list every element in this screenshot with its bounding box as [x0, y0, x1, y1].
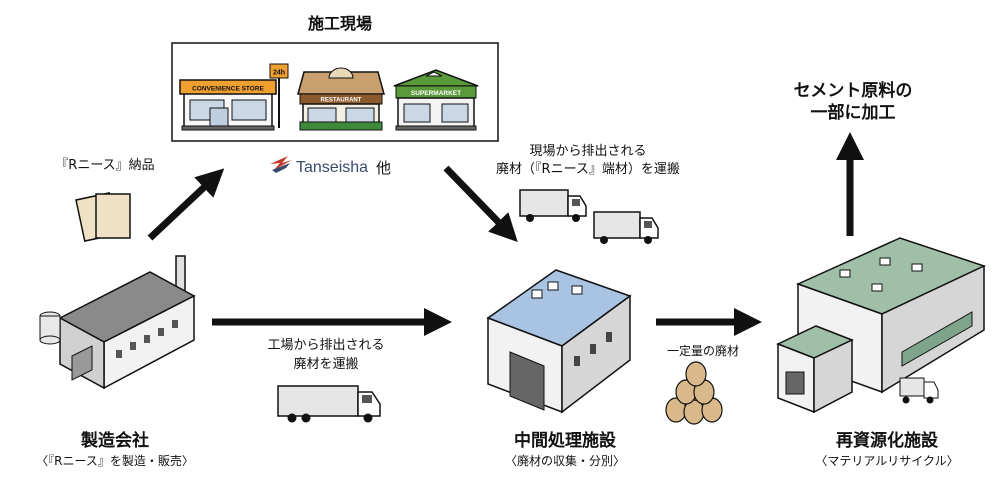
arrow-site-to-processing — [443, 165, 518, 243]
truck-site-2 — [593, 211, 659, 244]
factory-waste-label-line2: 廃材を運搬 — [293, 357, 359, 372]
convenience-sign-text: CONVENIENCE STORE — [192, 86, 264, 93]
waste-bags-illustration — [665, 361, 723, 425]
tanseisha-mark — [270, 156, 292, 173]
bags-label: 一定量の廃材 — [666, 344, 739, 358]
site-waste-label-line1: 現場から排出される — [529, 144, 647, 159]
recycling-facility-illustration — [776, 237, 987, 414]
processing-warehouse-illustration — [486, 269, 632, 414]
manufacturer-name: 製造会社 — [81, 431, 149, 451]
construction-site-title: 施工現場 — [307, 14, 372, 33]
processing-name: 中間処理施設 — [514, 431, 616, 451]
supermarket-illustration: SUPERMARKET — [393, 69, 479, 131]
site-waste-label: 現場から排出される 廃材（『Rニース』端材）を運搬 — [488, 143, 688, 179]
recycling-description: 〈マテリアルリサイクル〉 — [815, 454, 959, 468]
factory-waste-label: 工場から排出される 廃材を運搬 — [246, 336, 406, 374]
cement-label-line2: 一部に加工 — [810, 103, 896, 123]
tanseisha-credit: Tanseisha 他 — [268, 157, 391, 178]
cement-label: セメント原料の 一部に加工 — [768, 80, 938, 124]
recycling-name: 再資源化施設 — [836, 431, 938, 451]
tanseisha-brand-text: Tanseisha — [296, 158, 369, 176]
truck-factory — [277, 385, 381, 423]
factory-waste-label-line1: 工場から排出される — [267, 338, 385, 353]
processing-description: 〈廃材の収集・分別〉 — [504, 454, 625, 468]
restaurant-sign-text: RESTAURANT — [321, 98, 362, 104]
manufacturer-description: 〈『Rニース』を製造・販売〉 — [36, 454, 194, 468]
cement-label-line1: セメント原料の — [793, 81, 913, 101]
restaurant-illustration: RESTAURANT — [297, 67, 385, 131]
arrow-to-site — [147, 168, 225, 241]
truck-site-1 — [519, 189, 587, 222]
convenience-store-illustration: CONVENIENCE STORE 24h — [179, 63, 289, 131]
product-cards-illustration — [75, 192, 131, 242]
supermarket-sign-text: SUPERMARKET — [411, 90, 461, 97]
factory-illustration — [39, 255, 196, 390]
tanseisha-others-text: 他 — [376, 159, 392, 177]
hours-sign-text: 24h — [273, 70, 285, 77]
delivery-label: 『Rニース』納品 — [55, 158, 155, 173]
site-waste-label-line2: 廃材（『Rニース』端材）を運搬 — [496, 162, 680, 177]
